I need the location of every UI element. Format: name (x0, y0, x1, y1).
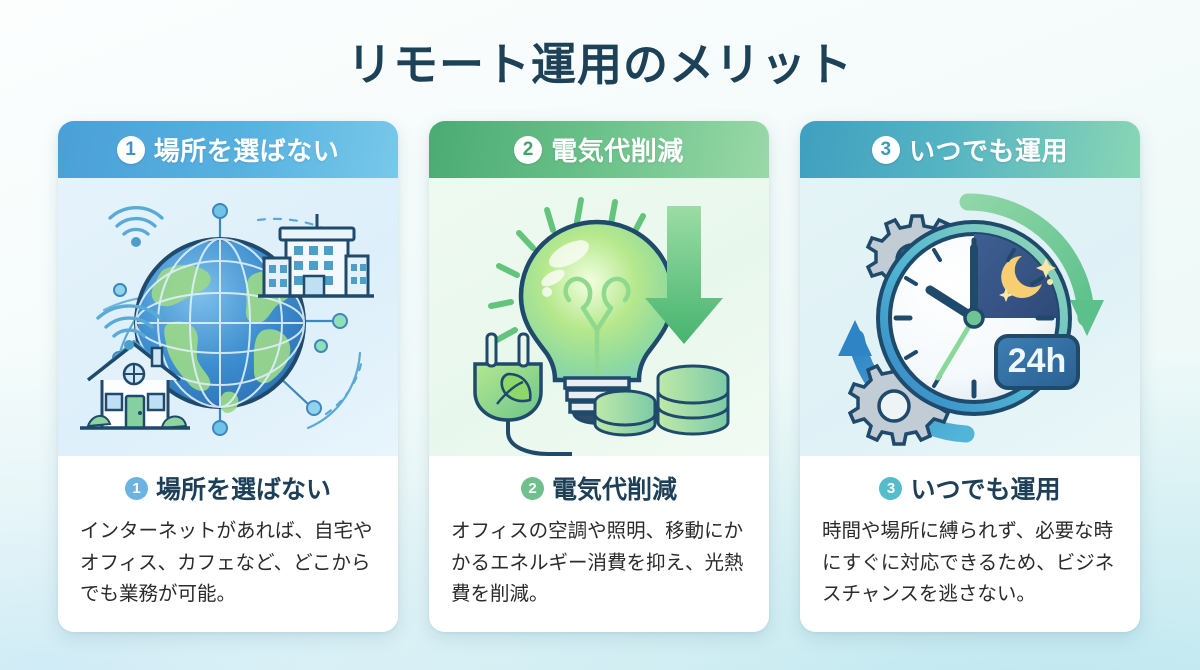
card-1-header-number: 1 (116, 135, 145, 164)
card-1-body-title-label: 場所を選ばない (155, 476, 331, 504)
card-3-header-label: いつでも運用 (908, 136, 1068, 166)
benefit-card-1[interactable]: 1 場所を選ばない (58, 121, 398, 632)
clock-24h-gears-icon: 24h (838, 193, 1104, 446)
card-3-body-number: 3 (879, 476, 903, 500)
card-1-body-title: 1 場所を選ばない (78, 470, 378, 506)
card-2-body-title: 2 電気代削減 (449, 470, 749, 506)
card-3-body: 3 いつでも運用 時間や場所に縛られず、必要な時にすぐに対応できるため、ビジネス… (800, 456, 1140, 632)
card-2-illustration (429, 178, 769, 456)
card-2-header: 2 電気代削減 (429, 121, 769, 178)
benefit-card-2[interactable]: 2 電気代削減 (429, 121, 769, 632)
card-2-body-number: 2 (520, 476, 544, 500)
card-1-header-label: 場所を選ばない (153, 136, 340, 166)
page-title: リモート運用のメリット (346, 39, 853, 90)
card-2-header-number: 2 (514, 135, 543, 164)
card-3-header: 3 いつでも運用 (800, 121, 1140, 178)
card-2-body: 2 電気代削減 オフィスの空調や照明、移動にかかるエネルギー消費を抑え、光熱費を… (429, 456, 769, 632)
card-2-body-title-label: 電気代削減 (551, 476, 677, 504)
card-2-header-label: 電気代削減 (551, 136, 684, 166)
card-3-body-title-label: いつでも運用 (910, 476, 1061, 504)
card-1-body-number: 1 (124, 476, 148, 500)
card-3-header-number: 3 (871, 135, 900, 164)
card-1-header: 1 場所を選ばない (58, 121, 398, 178)
card-2-body-text: オフィスの空調や照明、移動にかかるエネルギー消費を抑え、光熱費を削減。 (451, 520, 744, 606)
benefit-card-3[interactable]: 3 いつでも運用 (800, 121, 1140, 632)
card-3-illustration: 24h (800, 178, 1140, 456)
badge-24h-text: 24h (1008, 342, 1067, 380)
card-3-body-text: 時間や場所に縛られず、必要な時にすぐに対応できるため、ビジネスチャンスを逃さない… (822, 520, 1115, 606)
card-1-illustration (58, 178, 398, 456)
lightbulb-savings-icon (473, 197, 730, 456)
card-1-body: 1 場所を選ばない インターネットがあれば、自宅やオフィス、カフェなど、どこから… (58, 456, 398, 632)
card-3-body-title: 3 いつでも運用 (820, 470, 1120, 506)
globe-house-office-icon (80, 203, 374, 436)
card-1-body-text: インターネットがあれば、自宅やオフィス、カフェなど、どこからでも業務が可能。 (80, 520, 373, 606)
